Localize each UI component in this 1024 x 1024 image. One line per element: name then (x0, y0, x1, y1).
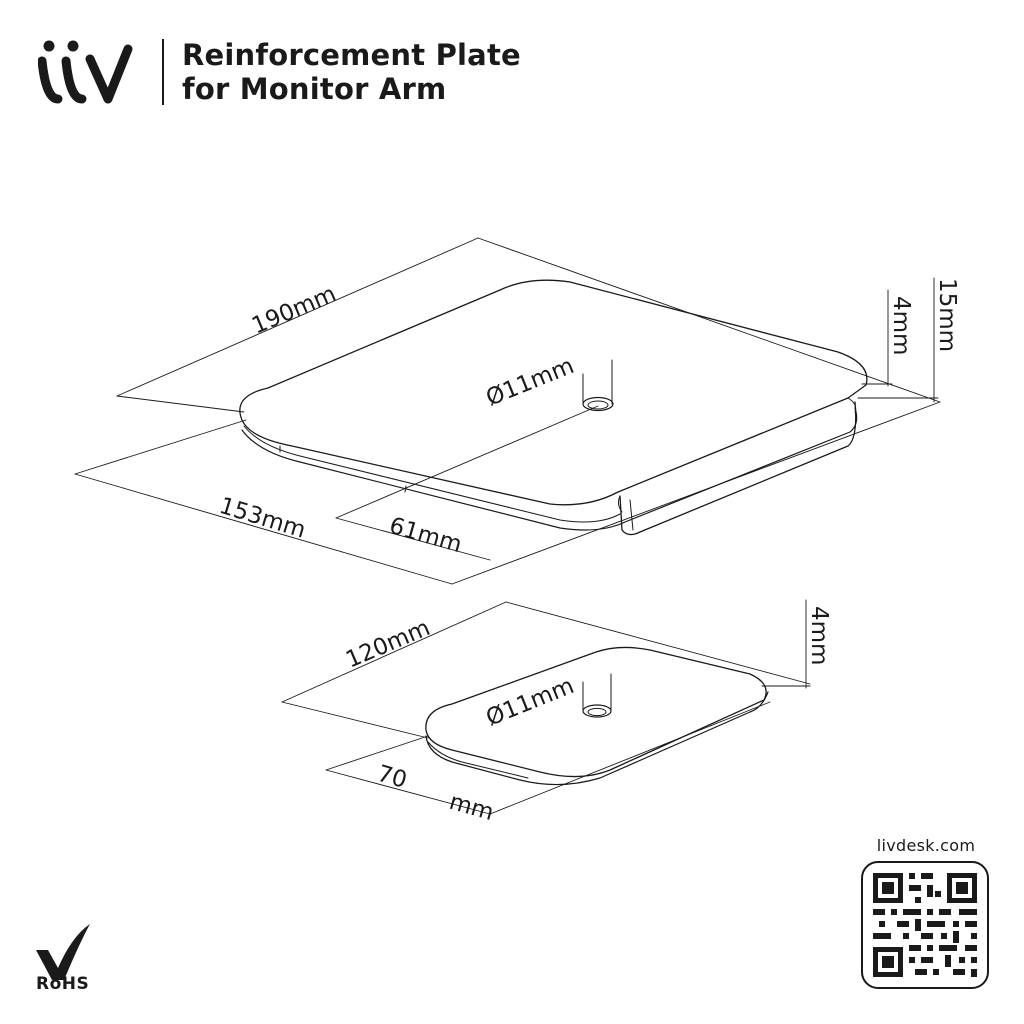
dim-small-length: 120mm (342, 615, 434, 674)
small-plate-dimensions (281, 599, 811, 815)
dim-large-hole-offset: 61mm (386, 513, 464, 558)
header-divider (162, 39, 164, 105)
dim-large-thickness: 4mm (888, 296, 914, 355)
dim-small-width-value: 70 (374, 761, 409, 794)
dim-large-width: 153mm (216, 493, 308, 544)
rohs-check-icon (36, 924, 90, 980)
page-title: Reinforcement Plate for Monitor Arm (182, 38, 521, 106)
large-plate-dimensions (74, 237, 941, 585)
dim-large-length: 190mm (248, 281, 340, 340)
title-line-1: Reinforcement Plate (182, 38, 521, 72)
dim-small-width-unit: mm (446, 789, 496, 826)
qr-code-icon[interactable] (861, 861, 989, 989)
dim-small-thickness: 4mm (806, 606, 832, 665)
rohs-label: RoHS (36, 974, 90, 994)
title-line-2: for Monitor Arm (182, 72, 447, 106)
small-plate-hole (582, 673, 612, 718)
dim-large-total-height: 15mm (934, 278, 960, 352)
large-plate-hole (582, 359, 614, 412)
livdesk-logo-icon (38, 40, 133, 104)
small-plate (425, 646, 769, 786)
large-plate (239, 279, 868, 536)
website-link[interactable]: livdesk.com (876, 836, 976, 855)
header: Reinforcement Plate for Monitor Arm (38, 34, 521, 110)
